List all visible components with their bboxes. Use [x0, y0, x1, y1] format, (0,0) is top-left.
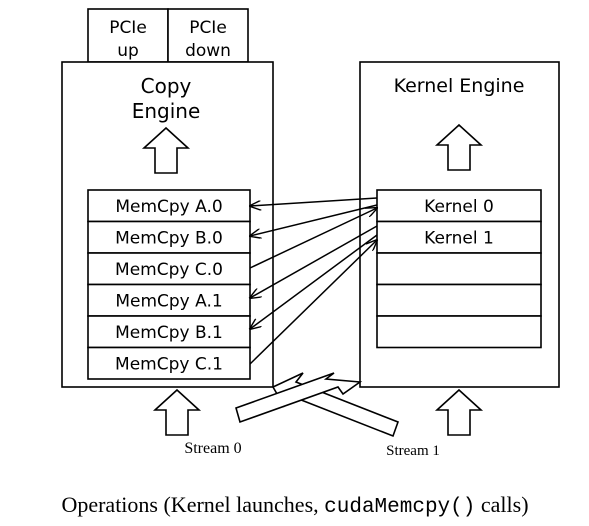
memcpy-queue-row-label: MemCpy C.1: [115, 354, 223, 374]
caption: Operations (Kernel launches, cudaMemcpy(…: [61, 492, 528, 519]
caption-code: cudaMemcpy(): [324, 496, 475, 519]
memcpy-queue-row-label: MemCpy A.0: [115, 197, 222, 217]
pcie-up-box: PCIe up: [87, 8, 169, 63]
memcpy-queue-row: MemCpy B.0: [87, 220, 251, 254]
copy-engine-up-arrow-icon: [141, 126, 191, 174]
kernel-queue-row: Kernel 1: [376, 220, 542, 254]
pcie-down-label-line1: PCIe: [189, 18, 227, 38]
stream1-label: Stream 1: [386, 443, 440, 459]
pcie-up-label-line1: PCIe: [109, 18, 147, 38]
memcpy-queue-row-label: MemCpy C.0: [115, 260, 223, 280]
pcie-up-label-line2: up: [117, 41, 139, 61]
caption-suffix: calls): [475, 492, 528, 517]
connector-kernel0-memcpy-a0: [250, 197, 378, 206]
connector-kernel1-memcpy-a1: [250, 225, 378, 298]
kernel-queue-row-label: Kernel 0: [424, 197, 494, 217]
memcpy-queue-row: MemCpy A.1: [87, 283, 251, 317]
kernel-engine-title: Kernel Engine: [394, 75, 525, 97]
memcpy-queue-row: MemCpy C.1: [87, 346, 251, 380]
memcpy-queue-row: MemCpy B.1: [87, 315, 251, 349]
stream0-label: Stream 0: [184, 440, 241, 457]
copy-engine-input-arrow-icon: [152, 388, 202, 436]
copy-engine-title-line1: Copy: [141, 74, 192, 98]
memcpy-queue-row-label: MemCpy A.1: [115, 291, 222, 311]
connector-kernel0-memcpy-b0: [250, 204, 378, 236]
kernel-engine: Kernel Engine Kernel 0 Kernel 1: [359, 61, 560, 388]
memcpy-queue-row-label: MemCpy B.1: [115, 323, 223, 343]
kernel-engine-up-arrow-icon: [434, 123, 484, 171]
pcie-down-box: PCIe down: [167, 8, 249, 63]
memcpy-queue-row-label: MemCpy B.0: [115, 228, 223, 248]
kernel-queue-row: [376, 283, 542, 317]
queue-connectors: [249, 197, 378, 365]
stream0-dispatch-arrow-icon: [235, 372, 363, 424]
memcpy-queue-row: MemCpy A.0: [87, 189, 251, 223]
kernel-queue-row: [376, 252, 542, 286]
caption-prefix: Operations (Kernel launches,: [61, 492, 324, 517]
copy-engine-title-line2: Engine: [132, 99, 201, 123]
kernel-engine-queue: Kernel 0 Kernel 1: [376, 189, 542, 349]
kernel-queue-row-label: Kernel 1: [424, 228, 494, 248]
connector-kernel1-memcpy-c0: [249, 208, 377, 269]
connector-kernel1-memcpy-b1: [250, 234, 378, 329]
memcpy-queue-row: MemCpy C.0: [87, 252, 251, 286]
kernel-engine-input-arrow-icon: [434, 388, 484, 436]
connector-kernel1-memcpy-c1: [249, 240, 377, 365]
kernel-queue-row: [376, 315, 542, 349]
pcie-down-label-line2: down: [185, 41, 231, 61]
kernel-queue-row: Kernel 0: [376, 189, 542, 223]
